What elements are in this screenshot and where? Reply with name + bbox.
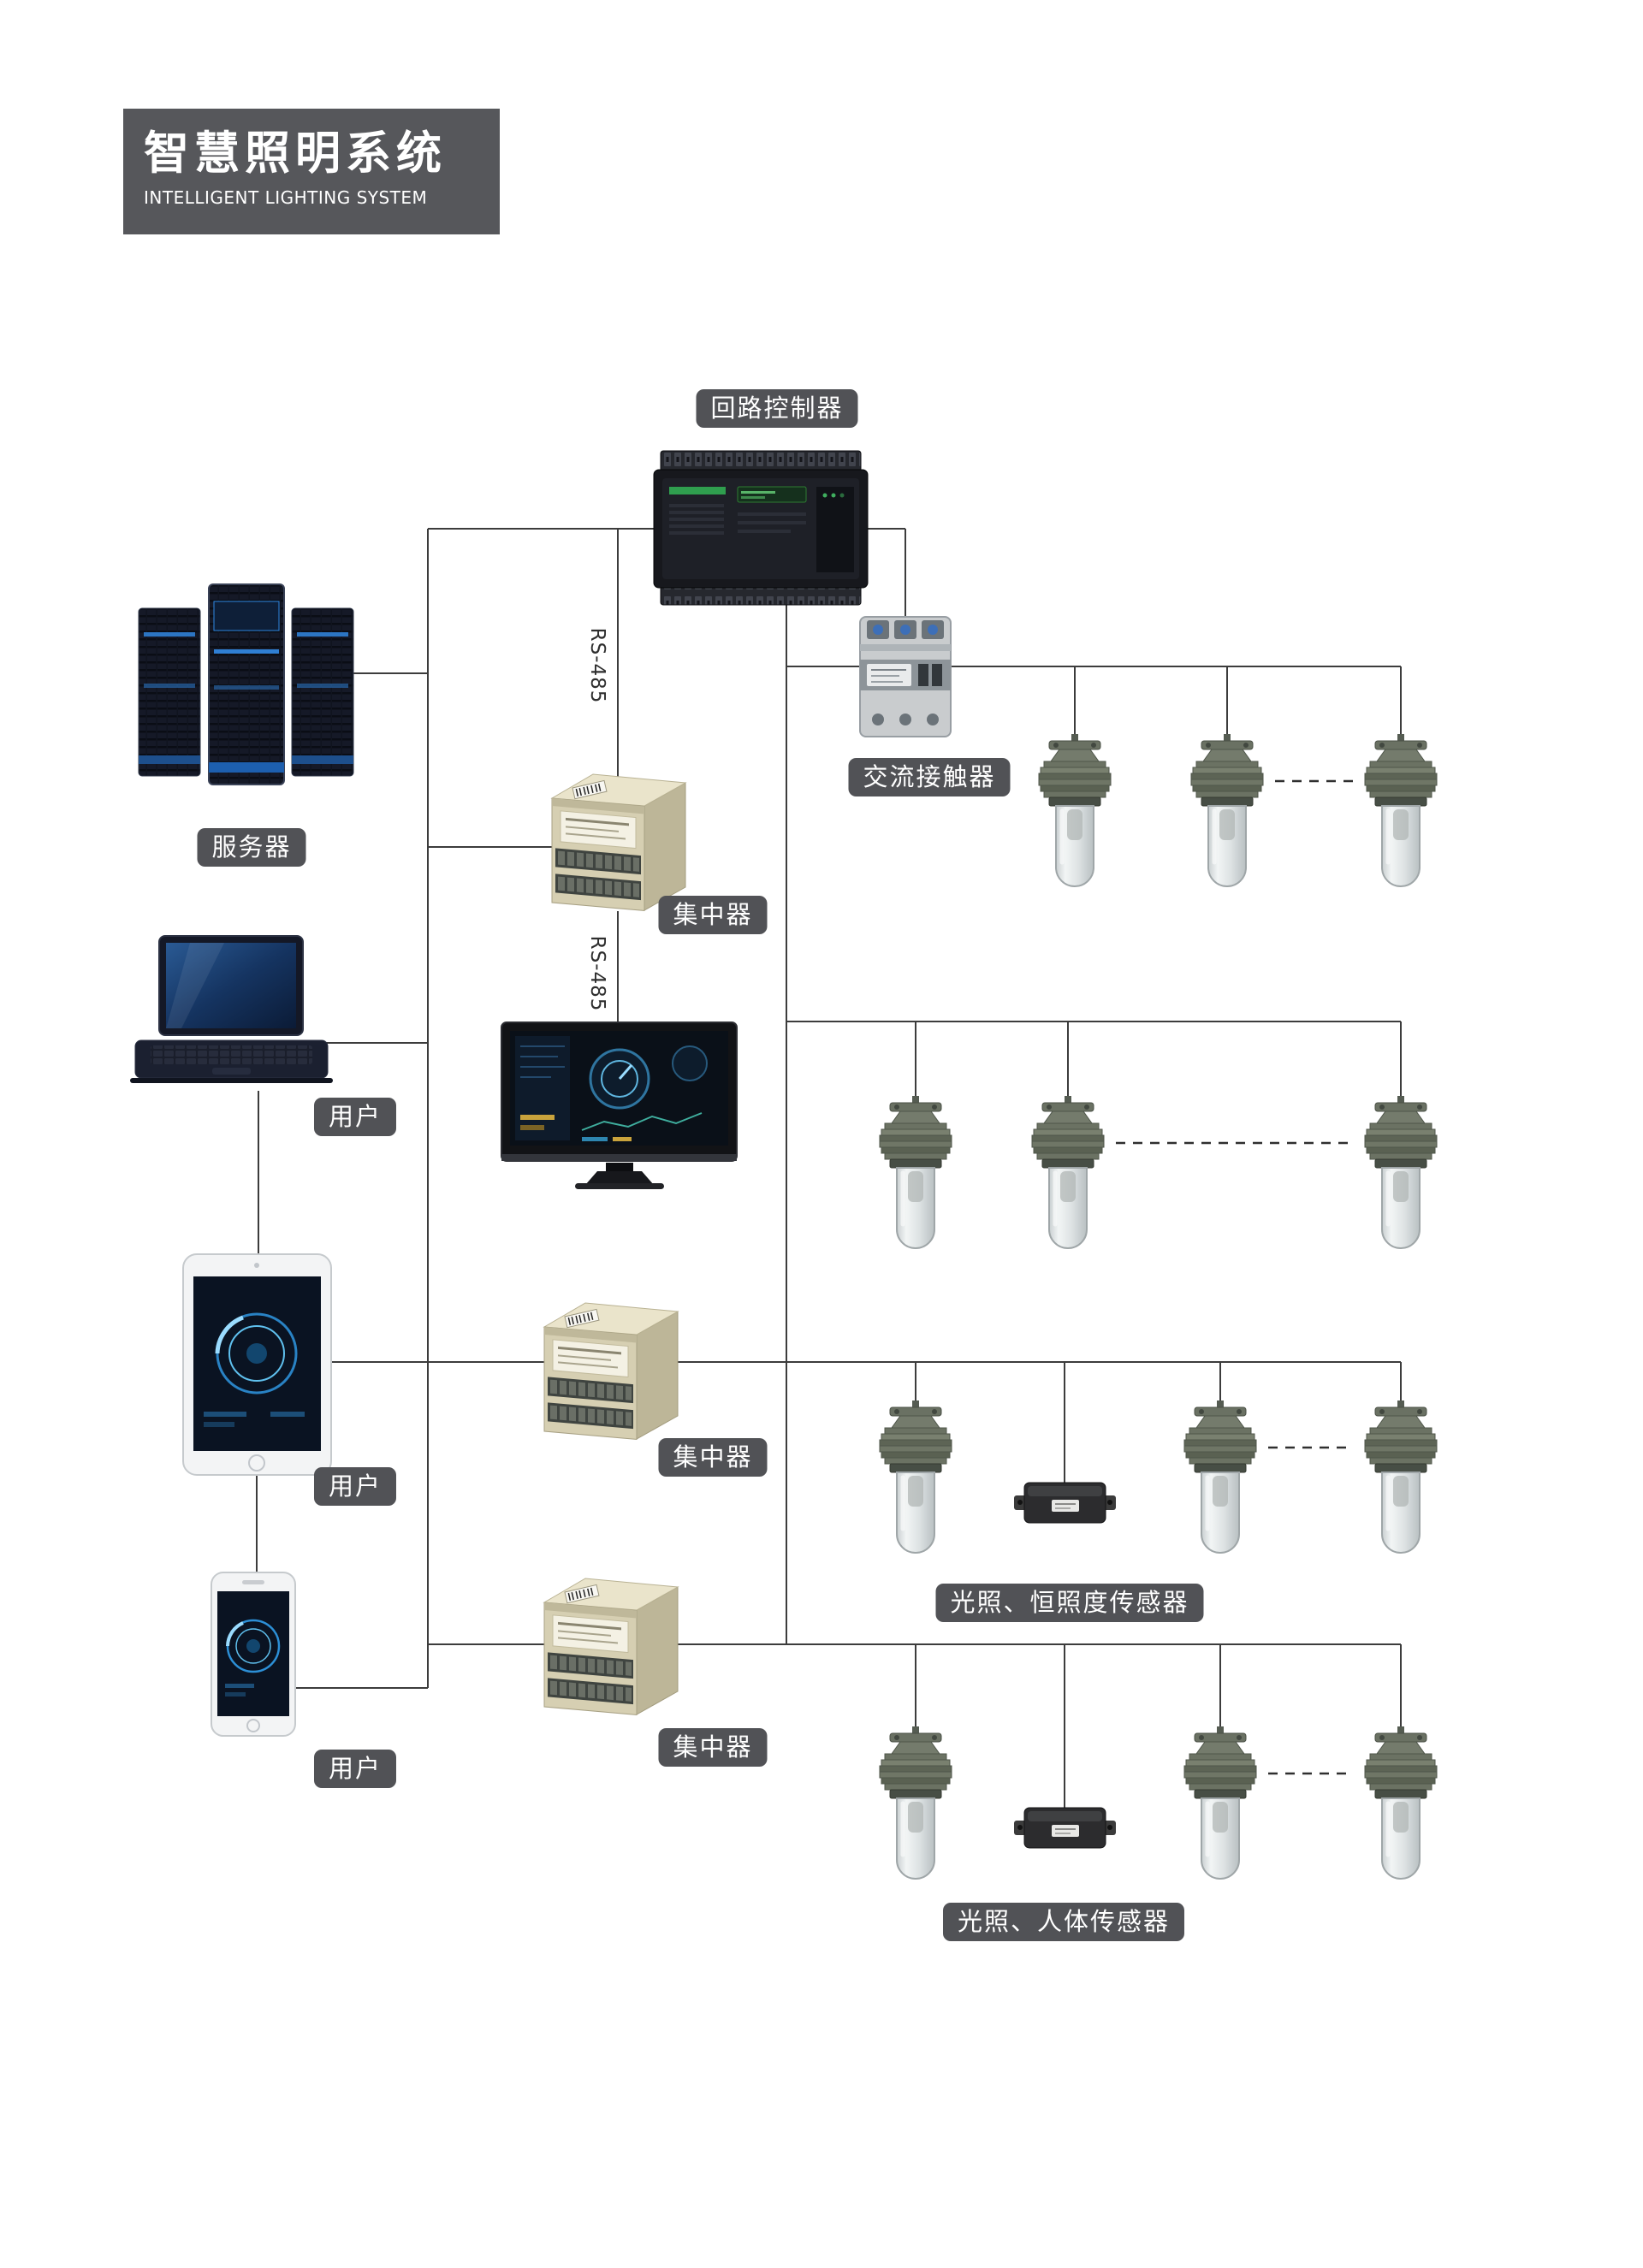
tag-server: 服务器 xyxy=(197,828,306,867)
explosion-proof-lamp-icon xyxy=(1179,734,1275,897)
explosion-proof-lamp-icon xyxy=(868,1726,964,1889)
server-rack-icon xyxy=(138,583,354,785)
rs485-label-upper: RS-485 xyxy=(586,627,608,704)
tag-user-3: 用户 xyxy=(313,1750,397,1788)
explosion-proof-lamp-icon xyxy=(1172,1726,1268,1889)
tag-illuminance-constant-sensor: 光照、恒照度传感器 xyxy=(935,1584,1204,1622)
tag-concentrator-2: 集中器 xyxy=(658,1438,768,1477)
rs485-label-lower: RS-485 xyxy=(586,935,608,1012)
plc-loop-controller-icon xyxy=(653,450,869,606)
concentrator-icon xyxy=(536,1296,681,1448)
page-title: 智慧照明系统 xyxy=(144,127,447,180)
tag-concentrator-1: 集中器 xyxy=(658,896,768,934)
explosion-proof-lamp-icon xyxy=(1353,734,1449,897)
smartphone-icon xyxy=(211,1572,296,1737)
tag-illuminance-human-sensor: 光照、人体传感器 xyxy=(942,1903,1185,1941)
tag-ac-contactor: 交流接触器 xyxy=(848,758,1011,796)
explosion-proof-lamp-icon xyxy=(1353,1400,1449,1563)
title-block: 智慧照明系统 INTELLIGENT LIGHTING SYSTEM xyxy=(123,109,500,234)
ac-contactor-icon xyxy=(859,616,952,737)
page-subtitle: INTELLIGENT LIGHTING SYSTEM xyxy=(144,187,428,209)
explosion-proof-lamp-icon xyxy=(1353,1096,1449,1258)
explosion-proof-lamp-icon xyxy=(868,1096,964,1258)
explosion-proof-lamp-icon xyxy=(1027,734,1123,897)
tag-loop-controller: 回路控制器 xyxy=(696,389,858,428)
tablet-icon xyxy=(182,1253,332,1476)
sensor-module-icon xyxy=(1014,1803,1116,1853)
tv-dashboard-icon xyxy=(501,1021,738,1189)
explosion-proof-lamp-icon xyxy=(868,1400,964,1563)
laptop-icon xyxy=(130,935,333,1083)
tag-concentrator-3: 集中器 xyxy=(658,1728,768,1767)
explosion-proof-lamp-icon xyxy=(1020,1096,1116,1258)
tag-user-2: 用户 xyxy=(313,1467,397,1506)
explosion-proof-lamp-icon xyxy=(1172,1400,1268,1563)
explosion-proof-lamp-icon xyxy=(1353,1726,1449,1889)
tag-user-1: 用户 xyxy=(313,1098,397,1136)
sensor-module-icon xyxy=(1014,1477,1116,1528)
concentrator-icon xyxy=(536,1572,681,1723)
